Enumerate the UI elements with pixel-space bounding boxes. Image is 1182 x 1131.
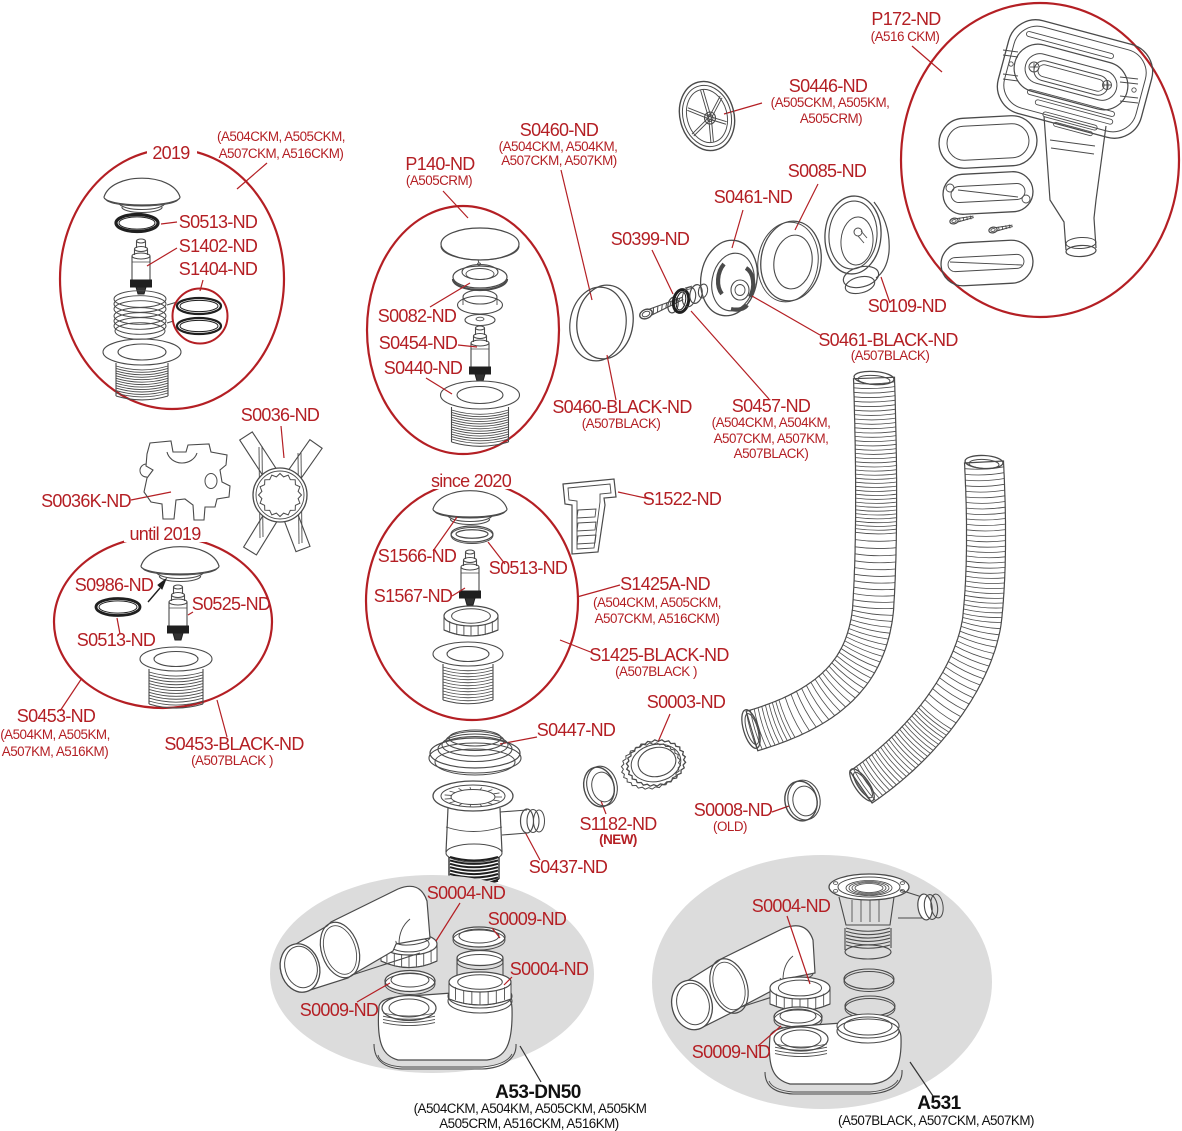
svg-text:S0082-ND: S0082-ND (378, 306, 457, 326)
svg-text:(A504CKM, A505CKM,: (A504CKM, A505CKM, (217, 129, 345, 144)
svg-text:S0525-ND: S0525-ND (192, 594, 271, 614)
svg-text:until 2019: until 2019 (129, 524, 201, 544)
svg-text:(A504CKM, A504KM,: (A504CKM, A504KM, (499, 139, 618, 154)
svg-text:S0036K-ND: S0036K-ND (41, 491, 131, 511)
svg-text:S0461-BLACK-ND: S0461-BLACK-ND (818, 330, 958, 350)
svg-text:A507CKM, A507KM): A507CKM, A507KM) (501, 153, 617, 168)
svg-text:(A505CRM): (A505CRM) (406, 173, 472, 188)
svg-text:(A504CKM, A504KM,: (A504CKM, A504KM, (712, 415, 831, 430)
svg-text:S0009-ND: S0009-ND (300, 1000, 379, 1020)
svg-text:S0457-ND: S0457-ND (732, 396, 811, 416)
svg-text:S0453-BLACK-ND: S0453-BLACK-ND (164, 734, 304, 754)
svg-text:S1566-ND: S1566-ND (378, 546, 457, 566)
svg-text:A507CKM, A516CKM): A507CKM, A516CKM) (219, 146, 344, 161)
svg-text:A53-DN50: A53-DN50 (495, 1082, 581, 1103)
svg-text:S0004-ND: S0004-ND (427, 883, 506, 903)
svg-text:S1567-ND: S1567-ND (374, 586, 453, 606)
svg-text:(A507BLACK): (A507BLACK) (582, 416, 661, 431)
svg-text:S0460-BLACK-ND: S0460-BLACK-ND (552, 397, 692, 417)
svg-text:(A504CKM, A504KM, A505CKM, A50: (A504CKM, A504KM, A505CKM, A505KM (414, 1101, 647, 1116)
svg-text:(NEW): (NEW) (599, 832, 637, 847)
svg-text:S0109-ND: S0109-ND (868, 296, 947, 316)
svg-text:S0513-ND: S0513-ND (179, 212, 258, 232)
svg-text:S1425A-ND: S1425A-ND (620, 574, 710, 594)
svg-text:S0004-ND: S0004-ND (752, 896, 831, 916)
svg-text:S0460-ND: S0460-ND (520, 120, 599, 140)
svg-text:S0009-ND: S0009-ND (488, 909, 567, 929)
svg-text:(A507BLACK ): (A507BLACK ) (191, 753, 273, 768)
svg-text:A507KM, A516KM): A507KM, A516KM) (2, 744, 108, 759)
svg-text:S0008-ND: S0008-ND (694, 800, 773, 820)
svg-text:S0036-ND: S0036-ND (241, 405, 320, 425)
svg-text:S0447-ND: S0447-ND (537, 720, 616, 740)
svg-text:S0513-ND: S0513-ND (77, 630, 156, 650)
svg-text:since 2020: since 2020 (431, 471, 512, 491)
svg-text:S0003-ND: S0003-ND (647, 692, 726, 712)
svg-text:S0986-ND: S0986-ND (75, 575, 154, 595)
svg-text:(A504KM, A505KM,: (A504KM, A505KM, (0, 727, 110, 742)
svg-text:(A505CKM, A505KM,: (A505CKM, A505KM, (771, 95, 890, 110)
svg-text:P172-ND: P172-ND (871, 9, 941, 29)
svg-text:A507CKM, A507KM,: A507CKM, A507KM, (714, 431, 829, 446)
svg-text:S1182-ND: S1182-ND (579, 814, 657, 834)
svg-text:S0440-ND: S0440-ND (384, 358, 463, 378)
svg-text:A507CKM, A516CKM): A507CKM, A516CKM) (595, 611, 720, 626)
svg-text:A505CRM, A516CKM, A516KM): A505CRM, A516CKM, A516KM) (439, 1116, 619, 1131)
svg-text:S0437-ND: S0437-ND (529, 857, 608, 877)
svg-text:2019: 2019 (152, 143, 190, 163)
svg-text:(A504CKM, A505CKM,: (A504CKM, A505CKM, (593, 595, 721, 610)
svg-text:S1425-BLACK-ND: S1425-BLACK-ND (589, 645, 729, 665)
svg-text:S1404-ND: S1404-ND (179, 259, 258, 279)
svg-text:P140-ND: P140-ND (405, 154, 475, 174)
svg-text:S0399-ND: S0399-ND (611, 229, 690, 249)
svg-text:(A507BLACK ): (A507BLACK ) (615, 664, 697, 679)
svg-text:(A507BLACK): (A507BLACK) (851, 348, 930, 363)
svg-text:A505CRM): A505CRM) (800, 111, 862, 126)
svg-text:S1522-ND: S1522-ND (643, 489, 722, 509)
svg-text:S0461-ND: S0461-ND (714, 187, 793, 207)
svg-text:(OLD): (OLD) (713, 819, 747, 834)
svg-text:(A516 CKM): (A516 CKM) (871, 29, 940, 44)
svg-text:S0453-ND: S0453-ND (17, 706, 96, 726)
svg-text:S0004-ND: S0004-ND (510, 959, 589, 979)
svg-text:S0454-ND: S0454-ND (379, 333, 458, 353)
svg-text:S0446-ND: S0446-ND (789, 76, 868, 96)
svg-text:A531: A531 (917, 1093, 961, 1114)
svg-text:S0513-ND: S0513-ND (489, 558, 568, 578)
svg-text:S1402-ND: S1402-ND (179, 236, 258, 256)
svg-text:S0009-ND: S0009-ND (692, 1042, 771, 1062)
svg-text:S0085-ND: S0085-ND (788, 161, 867, 181)
svg-text:(A507BLACK, A507CKM, A507KM): (A507BLACK, A507CKM, A507KM) (838, 1113, 1034, 1128)
svg-text:A507BLACK): A507BLACK) (734, 446, 809, 461)
